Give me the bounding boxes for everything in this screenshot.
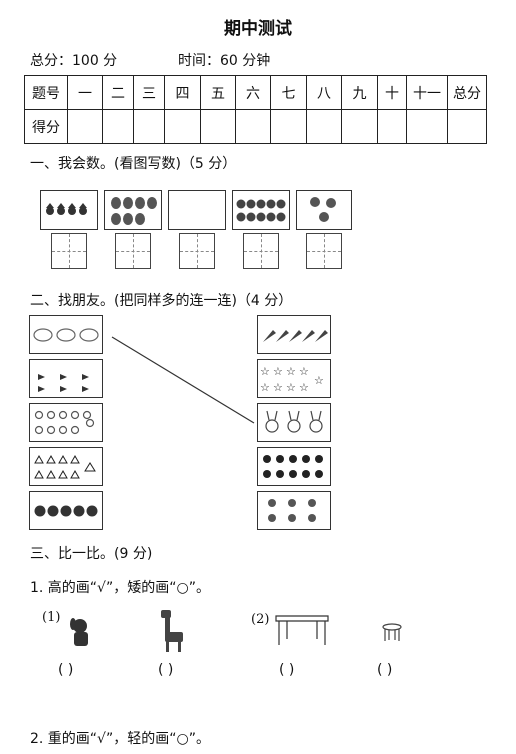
table-icon [275, 615, 329, 645]
svg-text:☆: ☆ [273, 381, 283, 394]
score-value-row: 得分 [24, 109, 487, 144]
left-picture-cats[interactable] [29, 315, 103, 354]
stool-icon [382, 623, 402, 641]
bird-icon [38, 374, 89, 392]
score-header-cell: 五 [200, 75, 236, 110]
squirrel-icon [34, 410, 95, 435]
svg-text:☆: ☆ [286, 381, 296, 394]
svg-text:☆: ☆ [273, 365, 283, 378]
score-input-cell[interactable] [377, 109, 407, 144]
fruit-picture-1 [40, 190, 98, 230]
answer-box-3[interactable] [179, 233, 215, 269]
right-picture-rabbits[interactable] [257, 403, 331, 442]
section1-heading: 一、我会数。(看图写数)（5 分） [30, 156, 237, 172]
pear-icon [111, 197, 157, 225]
fruit-picture-2 [104, 190, 162, 230]
right-picture-carrots[interactable] [257, 315, 331, 354]
score-input-cell[interactable] [102, 109, 134, 144]
carrot-icon [263, 330, 328, 342]
label-1: (1) [42, 610, 61, 625]
answer-box-2[interactable] [115, 233, 151, 269]
question-3-1: 1. 高的画“√”，矮的画“○”。 [30, 580, 210, 596]
giraffe-icon [161, 610, 183, 652]
triangle-icon [34, 454, 96, 479]
cat-icon [33, 328, 99, 342]
score-header-cell: 总分 [447, 75, 487, 110]
connect-line [111, 336, 255, 424]
fruit-picture-4 [232, 190, 290, 230]
peach-icon [310, 197, 336, 222]
left-picture-triangles[interactable] [29, 447, 103, 486]
right-picture-pandas[interactable] [257, 447, 331, 486]
answer-paren-3[interactable]: ( ) [279, 662, 295, 678]
page-title: 期中测试 [224, 19, 292, 39]
score-header-cell: 十一 [406, 75, 448, 110]
answer-paren-4[interactable]: ( ) [377, 662, 393, 678]
total-score-info: 总分：100 分 [30, 53, 118, 69]
score-input-cell[interactable] [447, 109, 487, 144]
apple-mushroom-icon [46, 203, 87, 215]
right-picture-flowers[interactable] [257, 491, 331, 530]
orange-icon [236, 199, 286, 222]
fruit-picture-5 [296, 190, 352, 230]
svg-text:☆: ☆ [299, 365, 309, 378]
score-header-cell: 八 [306, 75, 342, 110]
answer-paren-2[interactable]: ( ) [158, 662, 174, 678]
score-input-cell[interactable] [306, 109, 342, 144]
dog-icon [70, 618, 88, 646]
score-input-cell[interactable] [200, 109, 236, 144]
svg-text:☆: ☆ [314, 374, 324, 387]
score-input-cell[interactable] [164, 109, 201, 144]
answer-box-5[interactable] [306, 233, 342, 269]
score-header-cell: 四 [164, 75, 201, 110]
section3-heading: 三、比一比。(9 分) [30, 546, 153, 562]
score-table: 题号 一 二 三 四 五 六 七 八 九 十 十一 总分 得分 [24, 75, 487, 144]
apple-icon [34, 505, 98, 517]
score-input-cell[interactable] [341, 109, 378, 144]
svg-text:☆: ☆ [299, 381, 309, 394]
score-input-cell[interactable] [67, 109, 103, 144]
answer-box-1[interactable] [51, 233, 87, 269]
left-picture-birds[interactable] [29, 359, 103, 398]
svg-text:☆: ☆ [260, 365, 270, 378]
left-picture-squirrels[interactable] [29, 403, 103, 442]
svg-text:☆: ☆ [260, 381, 270, 394]
score-input-cell[interactable] [235, 109, 271, 144]
answer-paren-1[interactable]: ( ) [58, 662, 74, 678]
flower-icon [268, 499, 316, 522]
star-icon: ☆☆☆☆ ☆☆☆☆☆ [260, 365, 324, 394]
right-picture-stars[interactable]: ☆☆☆☆ ☆☆☆☆☆ [257, 359, 331, 398]
panda-icon [263, 455, 323, 478]
rabbit-icon [265, 410, 323, 433]
label-2: (2) [251, 612, 270, 627]
score-header-cell: 一 [67, 75, 103, 110]
svg-text:☆: ☆ [286, 365, 296, 378]
score-header-cell: 六 [235, 75, 271, 110]
time-info: 时间：60 分钟 [178, 53, 271, 69]
answer-box-4[interactable] [243, 233, 279, 269]
question-3-2: 2. 重的画“√”，轻的画“○”。 [30, 731, 210, 747]
score-header-row: 题号 一 二 三 四 五 六 七 八 九 十 十一 总分 [24, 75, 487, 110]
section2-heading: 二、找朋友。(把同样多的连一连)（4 分） [30, 293, 293, 309]
left-picture-apples[interactable] [29, 491, 103, 530]
empty-picture [168, 190, 226, 230]
score-input-cell[interactable] [270, 109, 307, 144]
score-header-cell: 三 [133, 75, 165, 110]
